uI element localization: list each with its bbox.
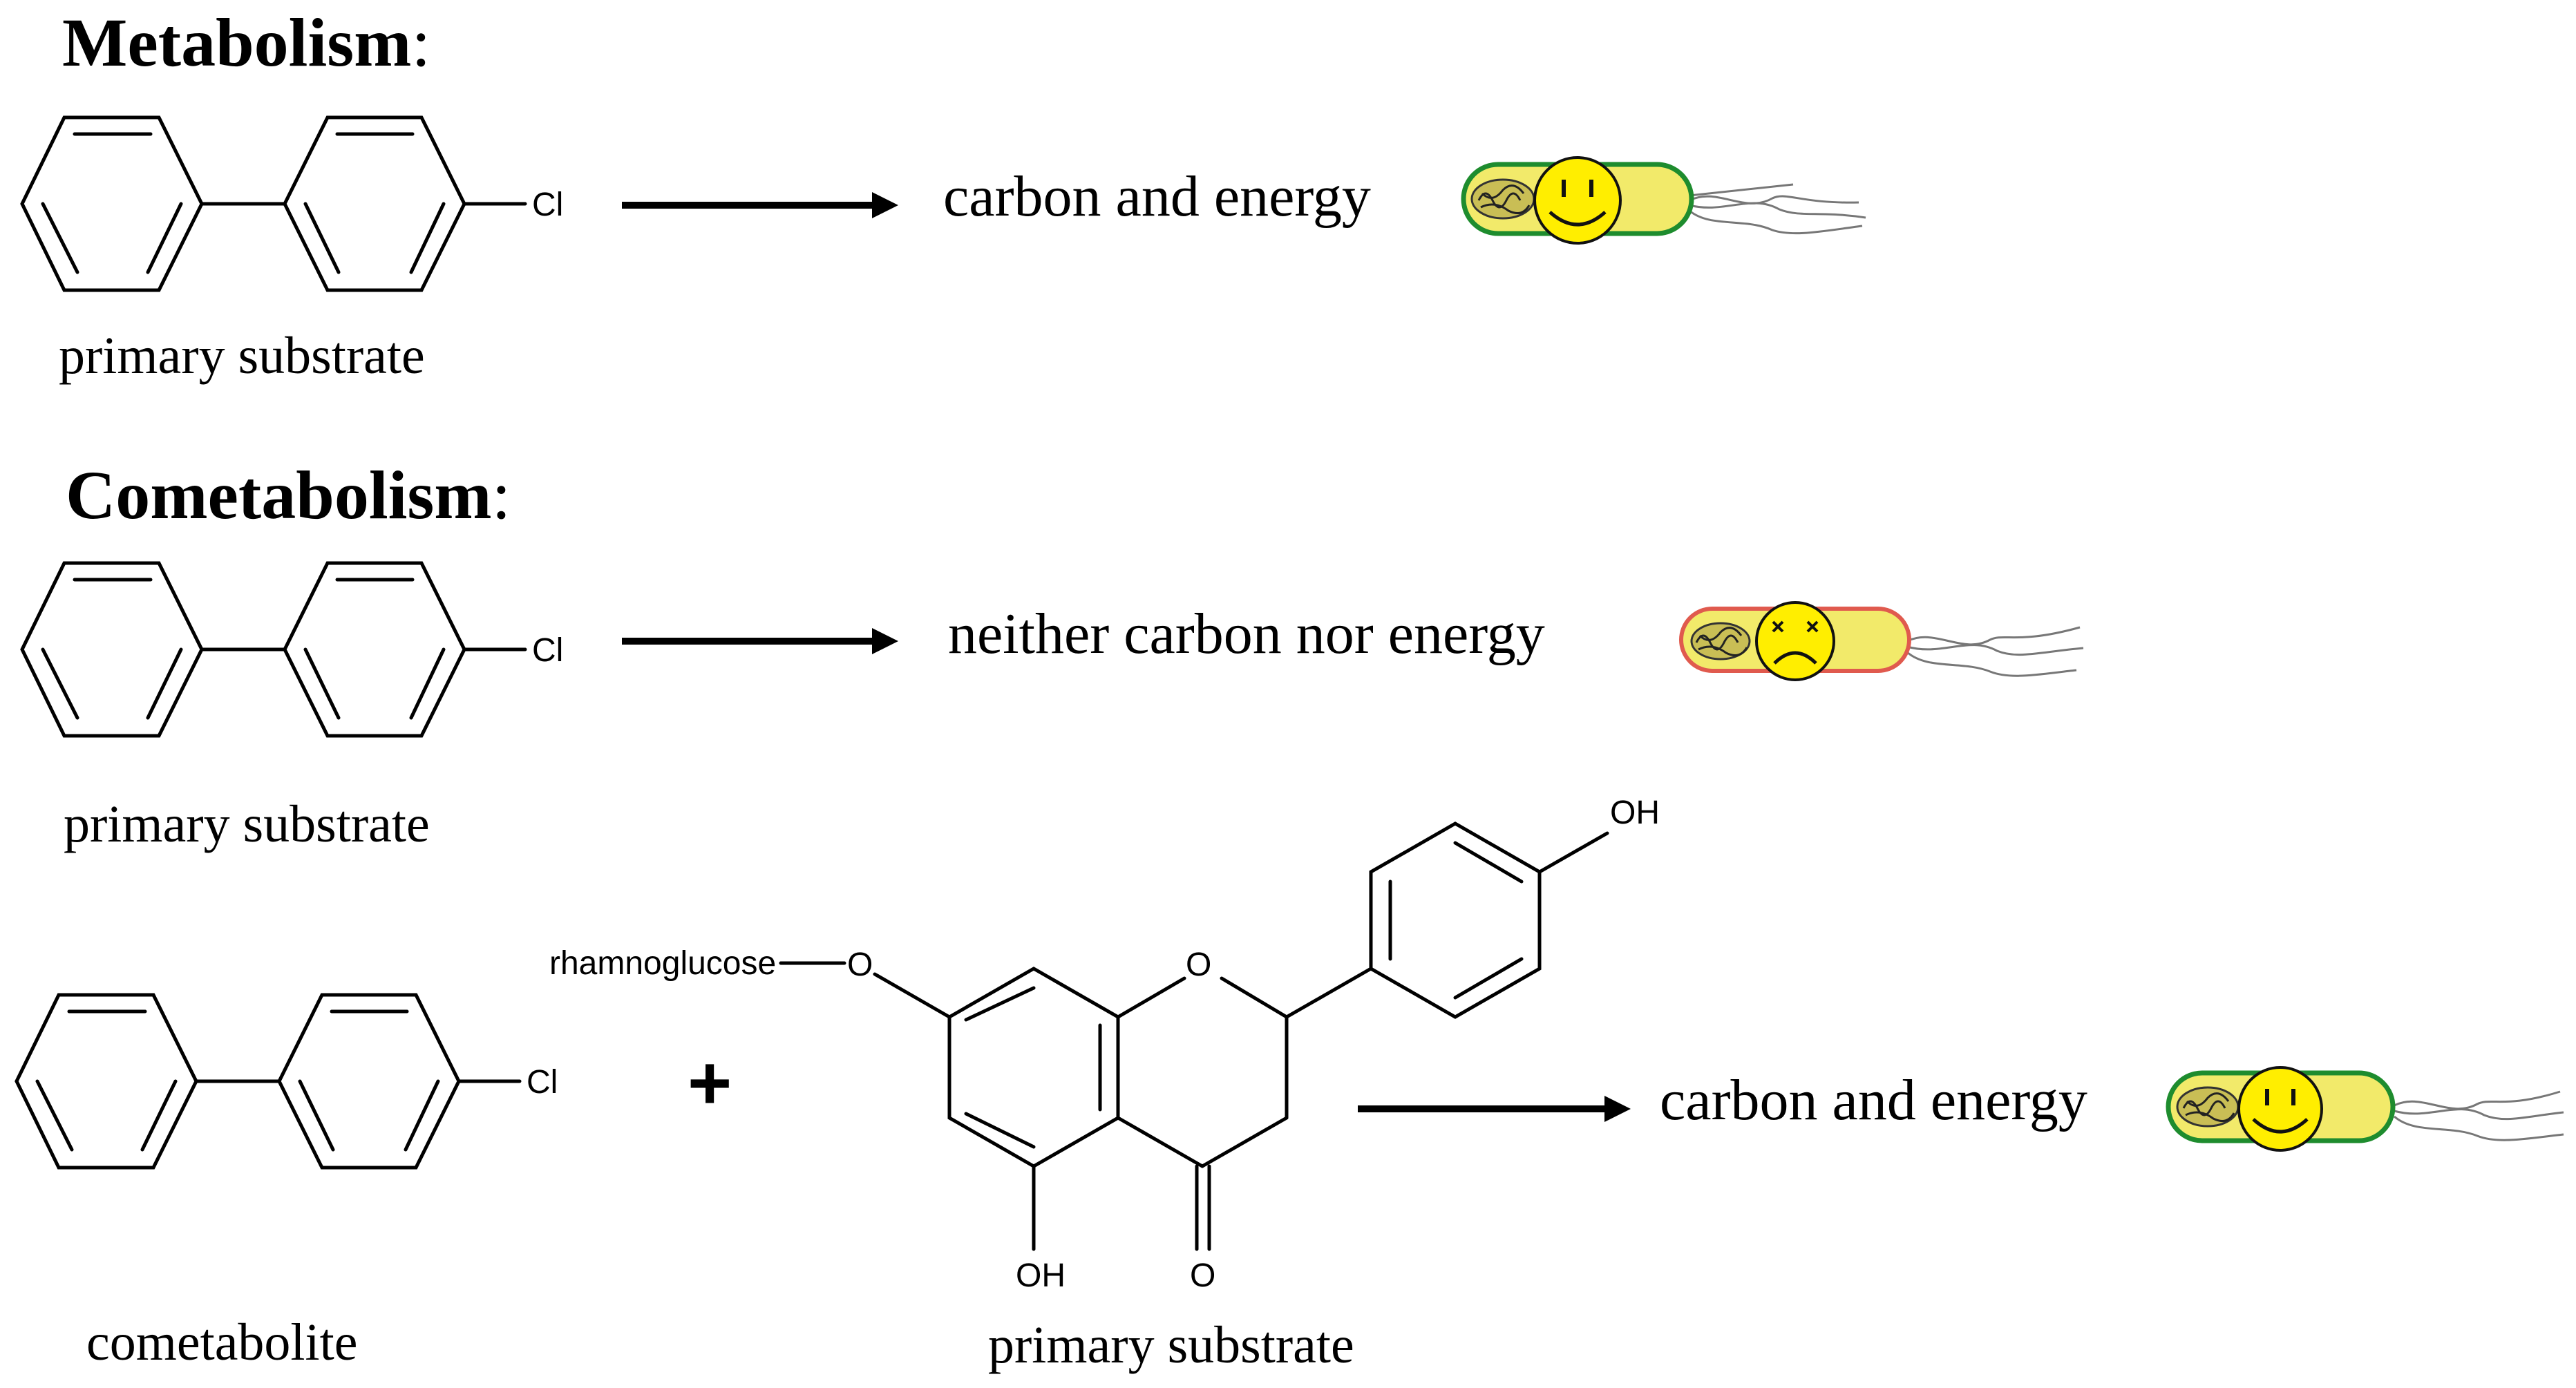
row3-product-text: carbon and energy [1660, 1068, 2087, 1132]
ring-b [283, 115, 466, 292]
row3-flavanone-primary-substrate: rhamnoglucose O O O OH OH [549, 795, 1660, 1294]
row3-cl-atom: Cl [527, 1064, 558, 1101]
row3-chlorobiphenyl-cometabolite: Cl [15, 993, 558, 1170]
row2-arrow [622, 628, 898, 654]
ring-a [20, 115, 204, 292]
row1-arrow [622, 192, 898, 218]
row2-substrate-label: primary substrate [64, 795, 430, 853]
row2-sad-bacterium-icon [1679, 601, 2084, 681]
row1-chlorobiphenyl: Cl [20, 115, 563, 292]
row1-cl-atom: Cl [532, 187, 563, 223]
row3-cometabolite-label: cometabolite [86, 1313, 358, 1371]
metabolism-title-colon: : [411, 4, 430, 81]
cometabolism-title-text: Cometabolism [66, 457, 492, 533]
row2-product-text: neither carbon nor energy [948, 602, 1545, 666]
row3-substrate-label: primary substrate [988, 1316, 1354, 1374]
rhamnoglucose-label: rhamnoglucose [549, 945, 776, 982]
row3-arrow [1358, 1096, 1631, 1122]
ring-b [277, 993, 461, 1170]
oh-top-atom: OH [1610, 795, 1660, 831]
ring-b-phenol [1369, 821, 1542, 1019]
row1-product-text: carbon and energy [943, 164, 1371, 229]
keto-o-atom: O [1190, 1257, 1215, 1294]
ring-b [283, 561, 466, 738]
cometabolism-title-colon: : [492, 457, 511, 533]
o-ring-atom: O [1186, 947, 1211, 983]
ring-a-aromatic [947, 967, 1120, 1168]
o-link-atom: O [847, 947, 873, 983]
metabolism-title-text: Metabolism [62, 4, 411, 81]
ring-a [15, 993, 198, 1170]
cometabolism-title: Cometabolism: [66, 457, 511, 533]
row1-happy-bacterium-icon [1461, 156, 1866, 245]
row2-chlorobiphenyl: Cl [20, 561, 563, 738]
row1-substrate-label: primary substrate [59, 327, 425, 385]
row3-happy-bacterium-icon [2166, 1066, 2564, 1152]
metabolism-title: Metabolism: [62, 4, 430, 81]
row2-cl-atom: Cl [532, 632, 563, 669]
oh-bottom-atom: OH [1016, 1257, 1066, 1294]
plus-sign: + [688, 1040, 732, 1125]
ring-a [20, 561, 204, 738]
